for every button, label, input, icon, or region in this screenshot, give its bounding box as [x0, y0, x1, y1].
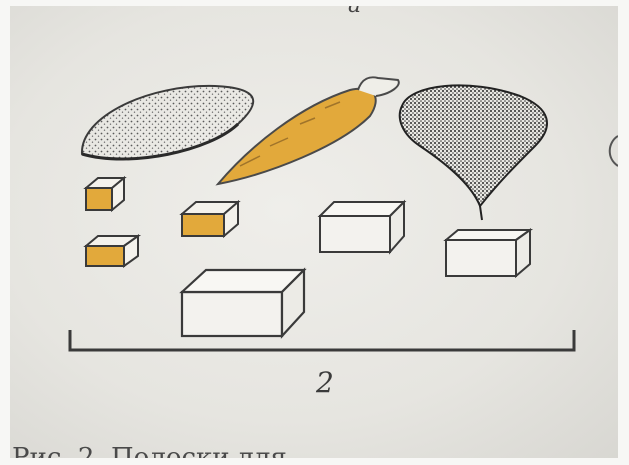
frame-left: [0, 0, 10, 465]
carrot-cube-2: [86, 236, 138, 266]
group-bracket: [70, 330, 574, 350]
illustration-page: а: [10, 6, 618, 458]
section-label: 2: [316, 366, 334, 399]
large-cube: [182, 270, 304, 336]
potato-cube: [320, 202, 404, 252]
caption-cut-text: Рис. 2. Полоски для: [12, 443, 287, 458]
top-cut-text: а: [348, 6, 361, 18]
beet-cube: [446, 230, 530, 276]
vegetable-cubes-illustration: а: [10, 6, 618, 458]
edge-fragment: [610, 136, 618, 166]
frame-bottom: [0, 458, 629, 465]
potato-drawing: [82, 86, 253, 159]
carrot-cube-3: [182, 202, 238, 236]
frame-right: [618, 0, 629, 465]
carrot-cube-1: [86, 178, 124, 210]
beet-drawing: [400, 85, 547, 220]
